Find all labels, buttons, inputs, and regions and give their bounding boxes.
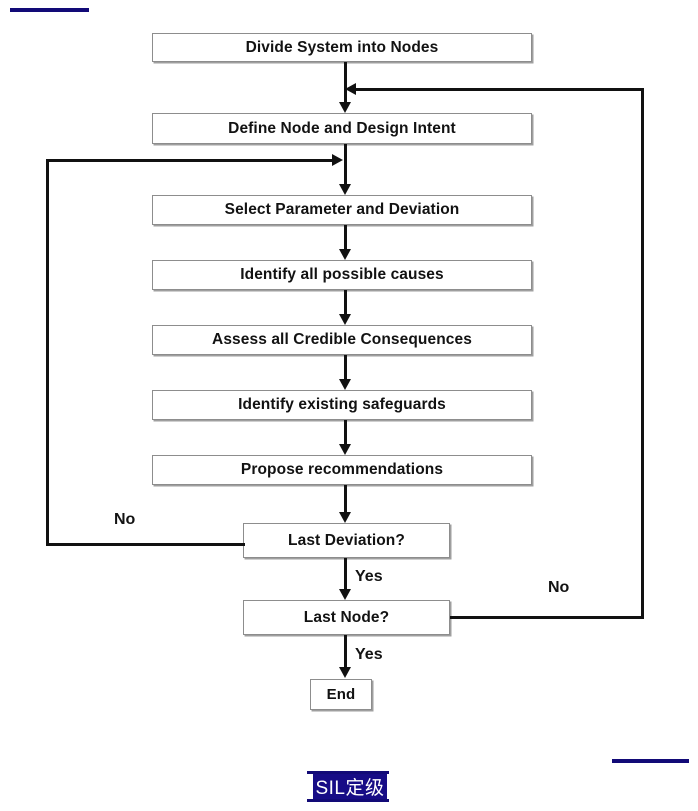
node-label: Divide System into Nodes <box>245 38 439 56</box>
arrowhead-define-to-select <box>339 184 351 195</box>
node-label: Propose recommendations <box>240 461 444 478</box>
arrowhead-divide-to-define <box>339 102 351 113</box>
connector-divide-to-define <box>344 62 347 103</box>
arrowhead-last-node-to-end <box>339 667 351 678</box>
node-identify-existing-safeguards[interactable]: Identify existing safeguards <box>152 390 532 420</box>
loop-node-no-horizontal-bottom <box>450 616 644 619</box>
loop-deviation-no-horizontal-top <box>46 159 333 162</box>
arrowhead-causes-to-consequences <box>339 314 351 325</box>
node-label: Identify all possible causes <box>240 266 444 283</box>
arrowhead-safeguards-to-recommend <box>339 444 351 455</box>
edge-label-deviation-no: No <box>114 511 136 528</box>
node-label: End <box>326 686 356 703</box>
connector-last-deviation-to-last-node <box>344 558 347 590</box>
connector-last-node-to-end <box>344 635 347 668</box>
node-define-node-and-design-intent[interactable]: Define Node and Design Intent <box>152 113 532 144</box>
node-label: Assess all Credible Consequences <box>212 331 472 348</box>
loop-node-no-horizontal-top <box>356 88 644 91</box>
arrowhead-loop-node-no <box>345 83 356 95</box>
sil-badge[interactable]: SIL定级 <box>313 774 387 799</box>
connector-safeguards-to-recommend <box>344 420 347 445</box>
edge-label-node-yes: Yes <box>355 646 383 663</box>
node-end[interactable]: End <box>310 679 372 710</box>
arrowhead-consequences-to-safeguards <box>339 379 351 390</box>
arrowhead-loop-deviation-no <box>332 154 343 166</box>
connector-causes-to-consequences <box>344 290 347 315</box>
connector-consequences-to-safeguards <box>344 355 347 380</box>
bottom-right-navy-rule <box>612 759 689 763</box>
sil-badge-label: SIL定级 <box>315 778 385 799</box>
top-left-navy-rule <box>10 8 89 12</box>
badge-bottom-cap <box>307 799 389 802</box>
node-identify-all-possible-causes[interactable]: Identify all possible causes <box>152 260 532 290</box>
node-last-node-decision[interactable]: Last Node? <box>243 600 450 635</box>
loop-node-no-vertical <box>641 88 644 619</box>
edge-label-node-no: No <box>548 579 570 596</box>
node-assess-all-credible-consequences[interactable]: Assess all Credible Consequences <box>152 325 532 355</box>
edge-label-deviation-yes: Yes <box>355 568 383 585</box>
node-divide-system-into-nodes[interactable]: Divide System into Nodes <box>152 33 532 62</box>
arrowhead-last-deviation-to-last-node <box>339 589 351 600</box>
node-propose-recommendations[interactable]: Propose recommendations <box>152 455 532 485</box>
arrowhead-recommend-to-last-deviation <box>339 512 351 523</box>
node-label: Define Node and Design Intent <box>228 119 456 137</box>
arrowhead-select-to-causes <box>339 249 351 260</box>
node-label: Last Node? <box>303 608 390 626</box>
connector-select-to-causes <box>344 225 347 250</box>
node-select-parameter-and-deviation[interactable]: Select Parameter and Deviation <box>152 195 532 225</box>
node-label: Identify existing safeguards <box>238 396 446 413</box>
node-last-deviation-decision[interactable]: Last Deviation? <box>243 523 450 558</box>
loop-deviation-no-horizontal-bottom <box>46 543 245 546</box>
loop-deviation-no-vertical <box>46 159 49 546</box>
connector-recommend-to-last-deviation <box>344 485 347 513</box>
connector-define-to-select <box>344 144 347 186</box>
node-label: Select Parameter and Deviation <box>224 201 460 218</box>
node-label: Last Deviation? <box>288 531 405 549</box>
badge-top-cap <box>307 771 389 774</box>
